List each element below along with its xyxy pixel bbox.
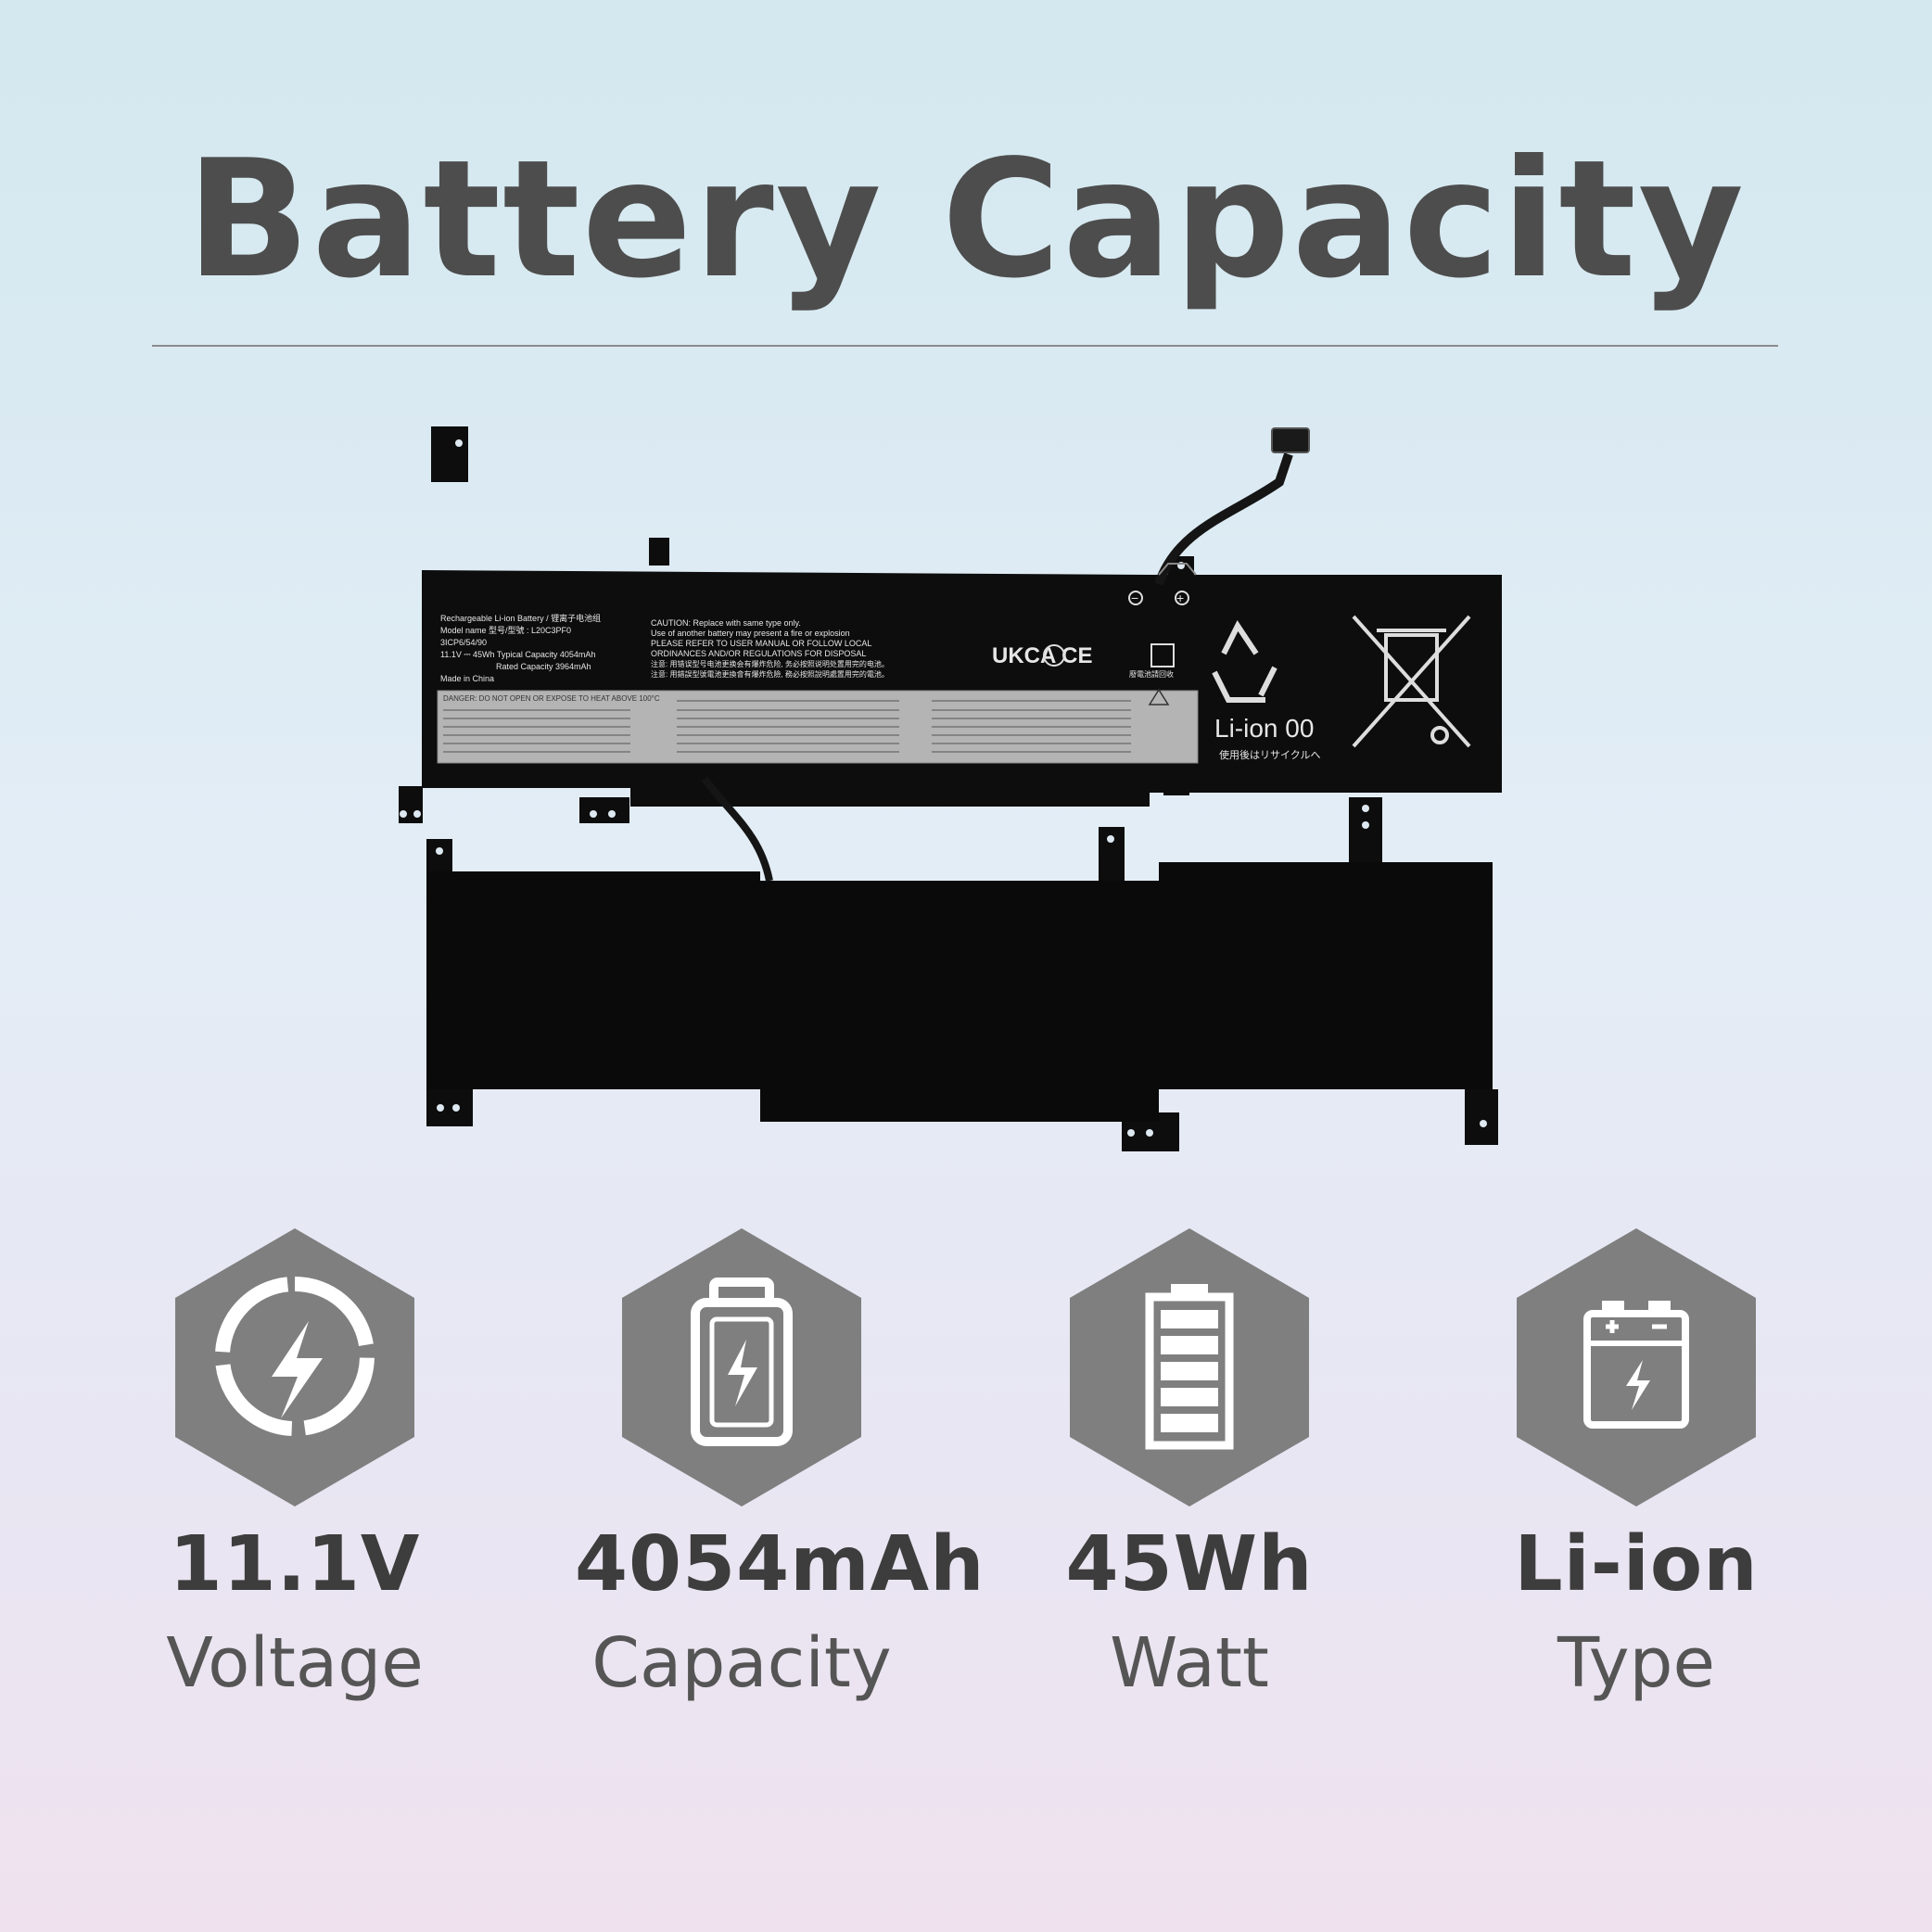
spec-watt-label: Watt bbox=[1110, 1623, 1269, 1703]
spec-type-label: Type bbox=[1557, 1623, 1715, 1703]
caution-line1: CAUTION: Replace with same type only. bbox=[651, 618, 801, 628]
recycle-icon bbox=[1212, 620, 1277, 703]
spec-type-value: Li-ion bbox=[1514, 1520, 1759, 1608]
spec-voltage: 11.1V Voltage bbox=[128, 1228, 462, 1697]
page-title: Battery Capacity bbox=[185, 126, 1747, 314]
label-line2: Model name 型号/型號 : L20C3PF0 bbox=[440, 625, 571, 635]
spec-type: Li-ion Type bbox=[1469, 1228, 1803, 1697]
danger-text: DANGER: DO NOT OPEN OR EXPOSE TO HEAT AB… bbox=[443, 694, 660, 703]
svg-text:+: + bbox=[1176, 591, 1184, 605]
caution-line2: Use of another battery may present a fir… bbox=[651, 629, 850, 638]
caution-line3: PLEASE REFER TO USER MANUAL OR FOLLOW LO… bbox=[651, 639, 871, 648]
crossed-bin-icon bbox=[1352, 615, 1471, 748]
caution-line4: ORDINANCES AND/OR REGULATIONS FOR DISPOS… bbox=[651, 649, 866, 658]
recycle-jp-text: 使用後はリサイクルへ bbox=[1219, 748, 1320, 761]
caution-line6: 注意: 用錯誤型號電池更換會有爆炸危險, 務必按照說明處置用完的電池。 bbox=[651, 669, 889, 679]
caution-line5: 注意: 用错误型号电池更换会有爆炸危险, 务必按照说明处置用完的电池。 bbox=[651, 659, 889, 668]
battery-charge-icon bbox=[622, 1228, 861, 1506]
spec-watt: 45Wh Watt bbox=[1023, 1228, 1356, 1697]
label-line5: Rated Capacity 3964mAh bbox=[496, 662, 591, 671]
spec-capacity-value: 4054mAh bbox=[575, 1520, 985, 1608]
label-line4: 11.1V ⎓ 45Wh Typical Capacity 4054mAh bbox=[440, 650, 595, 659]
recycle-text: Li-ion 00 bbox=[1214, 714, 1314, 743]
label-line6: Made in China bbox=[440, 674, 494, 683]
certification-marks: UKCA CE bbox=[992, 643, 1092, 668]
battery-product-image: − + Rechargeable Li-ion Battery / 锂离子电池组… bbox=[399, 426, 1502, 1151]
spec-watt-value: 45Wh bbox=[1065, 1520, 1314, 1608]
recycle-cn-text: 廢電池請回收 bbox=[1129, 669, 1174, 679]
spec-voltage-value: 11.1V bbox=[169, 1520, 421, 1608]
battery-terminals-icon bbox=[1517, 1228, 1756, 1506]
battery-top: − + Rechargeable Li-ion Battery / 锂离子电池组… bbox=[399, 426, 1502, 823]
label-line3: 3ICP6/54/90 bbox=[440, 638, 487, 647]
title-divider bbox=[152, 345, 1778, 347]
spec-voltage-label: Voltage bbox=[166, 1623, 424, 1703]
svg-text:−: − bbox=[1131, 591, 1138, 605]
spec-capacity-label: Capacity bbox=[591, 1623, 892, 1703]
voltage-bolt-icon bbox=[175, 1228, 414, 1506]
battery-level-icon bbox=[1070, 1228, 1309, 1506]
label-line1: Rechargeable Li-ion Battery / 锂离子电池组 bbox=[440, 613, 601, 623]
spec-capacity: 4054mAh Capacity bbox=[575, 1228, 985, 1703]
battery-bottom bbox=[426, 776, 1498, 1151]
